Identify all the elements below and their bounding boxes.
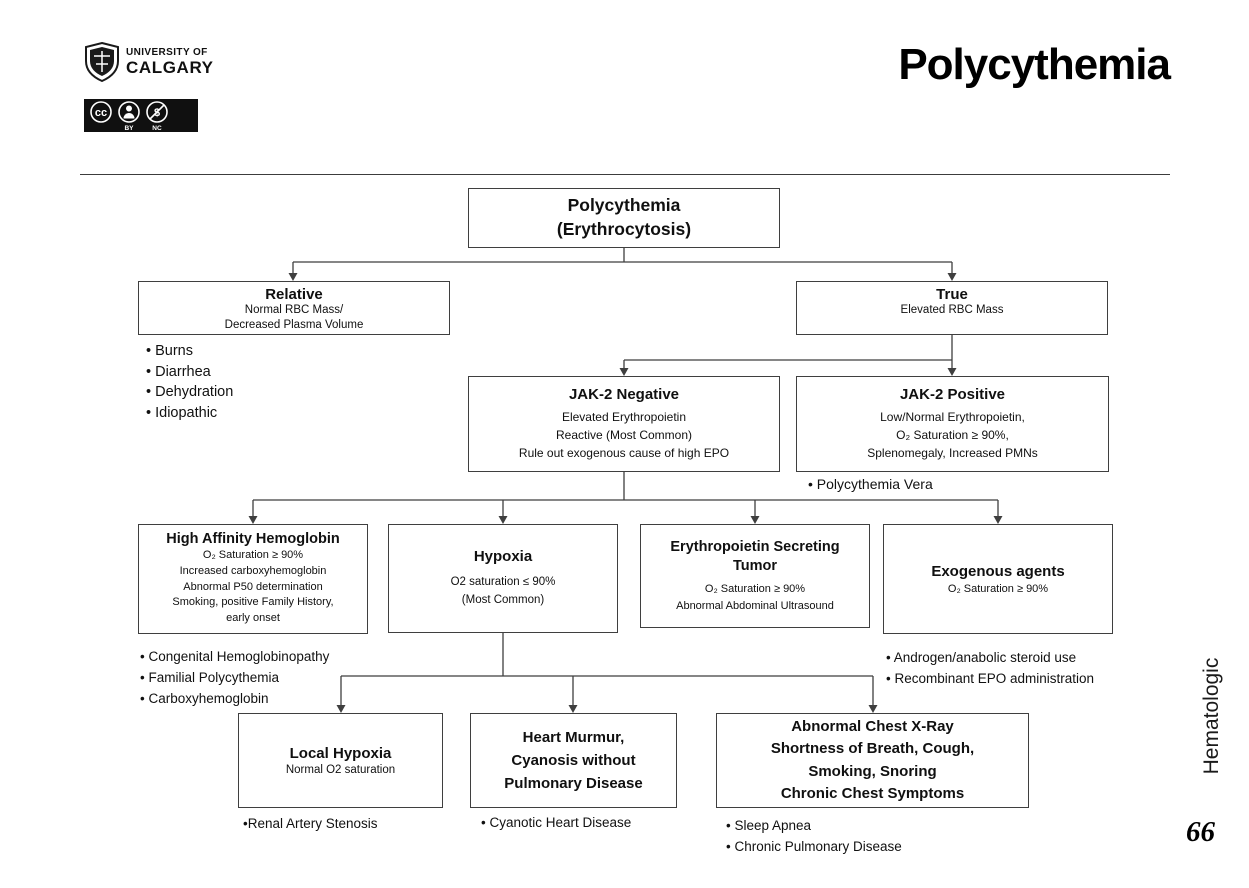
list-item: • Burns — [146, 343, 193, 359]
box-title: High Affinity Hemoglobin — [166, 530, 340, 547]
university-name-bottom: CALGARY — [126, 57, 214, 77]
box-line: Smoking, positive Family History, — [172, 596, 334, 609]
flowchart-box-heart-murmur-cyanosis: Heart Murmur, Cyanosis without Pulmonary… — [470, 713, 677, 808]
list-item: • Carboxyhemoglobin — [140, 691, 269, 706]
flowchart-box-abnormal-chest-xray: Abnormal Chest X-Ray Shortness of Breath… — [716, 713, 1029, 808]
box-title: Exogenous agents — [931, 563, 1065, 580]
svg-text:NC: NC — [152, 125, 162, 132]
box-line: Low/Normal Erythropoietin, — [880, 410, 1025, 424]
list-item: • Androgen/anabolic steroid use — [886, 650, 1077, 665]
box-line: O2 saturation ≤ 90% — [450, 576, 556, 589]
box-line: Abnormal P50 determination — [183, 580, 323, 593]
flowchart-box-exogenous-agents: Exogenous agents O₂ Saturation ≥ 90% — [883, 524, 1113, 634]
svg-text:cc: cc — [95, 107, 107, 119]
flowchart-box-jak2-negative: JAK-2 Negative Elevated Erythropoietin R… — [468, 376, 780, 472]
box-title: JAK-2 Positive — [899, 386, 1006, 403]
flowchart-box-jak2-positive: JAK-2 Positive Low/Normal Erythropoietin… — [796, 376, 1109, 472]
box-title-line: Pulmonary Disease — [504, 775, 643, 793]
box-title-line: Smoking, Snoring — [808, 762, 937, 780]
box-line: Reactive (Most Common) — [555, 428, 693, 442]
box-title: Relative — [265, 286, 323, 303]
box-line: Elevated Erythropoietin — [561, 410, 687, 424]
flowchart-box-high-affinity-hemoglobin: High Affinity Hemoglobin O₂ Saturation ≥… — [138, 524, 368, 634]
box-line: O₂ Saturation ≥ 90% — [947, 583, 1049, 595]
box-line: Increased carboxyhemoglobin — [179, 564, 327, 577]
box-title-line: Shortness of Breath, Cough, — [770, 740, 975, 757]
flowchart-box-hypoxia: Hypoxia O2 saturation ≤ 90% (Most Common… — [388, 524, 618, 633]
box-title: True — [936, 286, 968, 303]
chest-xray-causes-list: • Sleep Apnea • Chronic Pulmonary Diseas… — [726, 815, 902, 857]
page-number: 66 — [1186, 816, 1215, 848]
box-title-line: Heart Murmur, — [522, 728, 625, 746]
list-item: • Polycythemia Vera — [808, 476, 933, 492]
box-title: JAK-2 Negative — [568, 386, 680, 403]
list-item: • Sleep Apnea — [726, 818, 812, 833]
flowchart-box-true: True Elevated RBC Mass — [796, 281, 1108, 335]
box-line: Normal RBC Mass/ — [244, 304, 344, 316]
flowchart-box-polycythemia-root: Polycythemia (Erythrocytosis) — [468, 188, 780, 248]
box-title-line: Chronic Chest Symptoms — [780, 785, 965, 802]
university-logo-text: UNIVERSITY OF CALGARY — [126, 47, 214, 77]
list-item: • Chronic Pulmonary Disease — [726, 839, 902, 854]
flowchart-box-local-hypoxia: Local Hypoxia Normal O2 saturation — [238, 713, 443, 808]
box-line: (Most Common) — [461, 593, 545, 606]
box-title-line: Tumor — [732, 557, 778, 574]
box-title-line: Abnormal Chest X-Ray — [791, 717, 954, 735]
exogenous-causes-list: • Androgen/anabolic steroid use • Recomb… — [886, 647, 1094, 689]
flowchart-box-erythropoietin-secreting-tumor: Erythropoietin Secreting Tumor O₂ Satura… — [640, 524, 870, 628]
cc-nc-icon: $ NC — [146, 101, 168, 132]
list-item: • Dehydration — [146, 384, 234, 400]
list-item: • Diarrhea — [146, 363, 211, 380]
cc-by-icon: BY — [118, 101, 140, 132]
box-line: Decreased Plasma Volume — [224, 318, 364, 331]
page-title: Polycythemia — [898, 40, 1171, 89]
heart-murmur-causes-list: • Cyanotic Heart Disease — [481, 815, 631, 830]
list-item: • Congenital Hemoglobinopathy — [140, 649, 330, 664]
high-affinity-causes-list: • Congenital Hemoglobinopathy • Familial… — [140, 646, 329, 709]
box-title-line: Erythropoietin Secreting — [670, 538, 840, 555]
box-title-line: Polycythemia — [567, 195, 681, 216]
list-item: • Familial Polycythemia — [140, 670, 280, 685]
cc-license-badge: cc BY $ NC — [84, 99, 198, 132]
box-line: O₂ Saturation ≥ 90% — [704, 583, 806, 596]
box-line: Normal O2 saturation — [285, 764, 396, 776]
box-title: Hypoxia — [473, 548, 533, 566]
box-line: O₂ Saturation ≥ 90% — [202, 548, 304, 561]
box-line: Rule out exogenous cause of high EPO — [518, 446, 730, 460]
box-line: early onset — [226, 612, 280, 625]
university-name-top: UNIVERSITY OF — [126, 47, 208, 58]
jak2-positive-causes-list: • Polycythemia Vera — [808, 476, 933, 492]
box-title-line: (Erythrocytosis) — [556, 219, 692, 239]
list-item: • Cyanotic Heart Disease — [481, 815, 632, 830]
flowchart-box-relative: Relative Normal RBC Mass/ Decreased Plas… — [138, 281, 450, 335]
relative-causes-list: • Burns • Diarrhea • Dehydration • Idiop… — [146, 341, 233, 423]
svg-text:BY: BY — [124, 125, 134, 132]
box-line: Elevated RBC Mass — [900, 304, 1004, 316]
box-title-line: Cyanosis without — [511, 751, 636, 769]
header-divider — [80, 174, 1170, 175]
box-title: Local Hypoxia — [289, 745, 392, 762]
box-line: Abnormal Abdominal Ultrasound — [676, 599, 834, 612]
box-line: Splenomegaly, Increased PMNs — [867, 446, 1038, 460]
cc-icon: cc — [90, 101, 112, 123]
list-item: • Idiopathic — [146, 404, 218, 421]
box-line: O₂ Saturation ≥ 90%, — [896, 428, 1009, 442]
university-crest-icon — [85, 42, 119, 82]
list-item: •Renal Artery Stenosis — [243, 816, 378, 831]
local-hypoxia-causes-list: •Renal Artery Stenosis — [243, 816, 378, 831]
list-item: • Recombinant EPO administration — [886, 671, 1095, 686]
